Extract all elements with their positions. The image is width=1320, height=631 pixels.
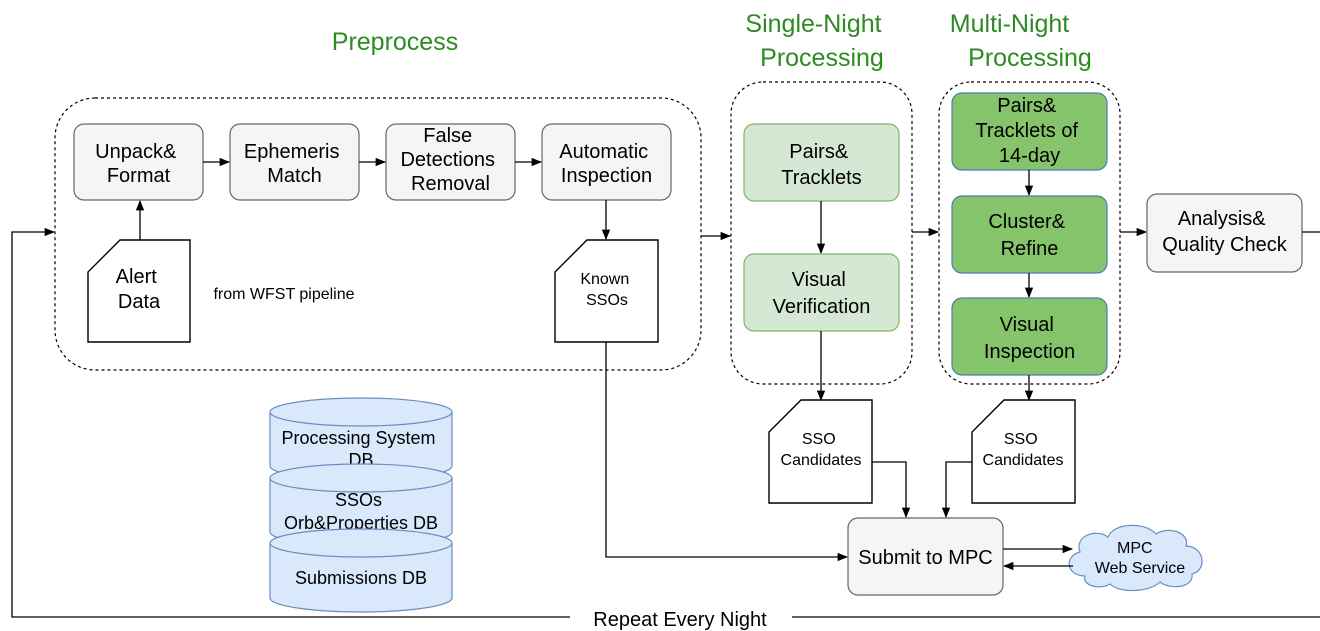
ephemeris-match-box: Ephemeris Match: [229, 123, 360, 201]
svg-text:MPC Web Service: MPC Web Service: [1095, 540, 1186, 577]
svg-text:Analysis& Quality Check: Analysis& Quality Check: [1162, 208, 1287, 256]
svg-text:Visual Verification: Visual Verification: [773, 269, 871, 318]
svg-text:Automatic Inspection: Automatic Inspection: [559, 141, 654, 187]
submissions-db: Submissions DB: [269, 528, 453, 613]
known-ssos-document: Known SSOs: [554, 239, 659, 343]
false-detections-box: False Detections Removal: [385, 123, 516, 201]
sso-candidates-multi: SSO Candidates: [971, 399, 1076, 504]
unpack-format-box: Unpack& Format: [73, 123, 204, 201]
svg-text:Submissions DB: Submissions DB: [295, 568, 427, 588]
single-night-title: Single-Night Processing: [745, 10, 888, 72]
svg-text:Pairs& Tracklets: Pairs& Tracklets: [781, 141, 861, 189]
pairs-tracklets-box: Pairs& Tracklets: [743, 123, 900, 202]
preprocess-title: Preprocess: [332, 28, 458, 56]
svg-text:Pairs& Tracklets of: Pairs& Tracklets of 14-day: [975, 95, 1083, 167]
automatic-inspection-box: Automatic Inspection: [541, 123, 672, 201]
svg-text:Cluster& Refine: Cluster& Refine: [988, 211, 1070, 260]
svg-text:Alert Data: Alert Data: [116, 266, 163, 313]
processing-system-db: Processing System DB: [269, 397, 453, 481]
mpc-web-service-cloud: MPC Web Service: [1068, 524, 1203, 592]
pairs-tracklets-14day-box: Pairs& Tracklets of 14-day: [951, 92, 1108, 171]
alert-data-document: Alert Data: [87, 239, 191, 343]
visual-inspection-box: Visual Inspection: [951, 297, 1108, 376]
svg-text:Unpack& Format: Unpack& Format: [95, 141, 182, 187]
sso-candidates-single: SSO Candidates: [768, 399, 873, 504]
svg-text:Visual Inspection: Visual Inspection: [984, 314, 1075, 363]
multi-night-title: Multi-Night Processing: [950, 10, 1092, 72]
analysis-quality-box: Analysis& Quality Check: [1146, 193, 1303, 273]
svg-text:Known SSOs: Known SSOs: [580, 271, 633, 309]
svg-text:SSOs Orb&Properties DB: SSOs Orb&Properties DB: [284, 490, 438, 533]
cluster-refine-box: Cluster& Refine: [951, 195, 1108, 274]
svg-text:False Detections R: False Detections Removal: [400, 125, 500, 195]
svg-text:SSO Candidates: SSO Candidates: [983, 431, 1064, 469]
ssos-orb-properties-db: SSOs Orb&Properties DB: [269, 463, 453, 547]
svg-text:Submit to MPC: Submit to MPC: [858, 547, 992, 569]
svg-text:Ephemeris Match: Ephemeris Match: [244, 141, 345, 187]
repeat-every-night-label: Repeat Every Night: [593, 609, 767, 631]
submit-to-mpc-box: Submit to MPC: [847, 517, 1004, 596]
alert-source-note: from WFST pipeline: [213, 286, 354, 303]
svg-text:SSO Candidates: SSO Candidates: [781, 431, 862, 469]
visual-verification-box: Visual Verification: [743, 253, 900, 332]
